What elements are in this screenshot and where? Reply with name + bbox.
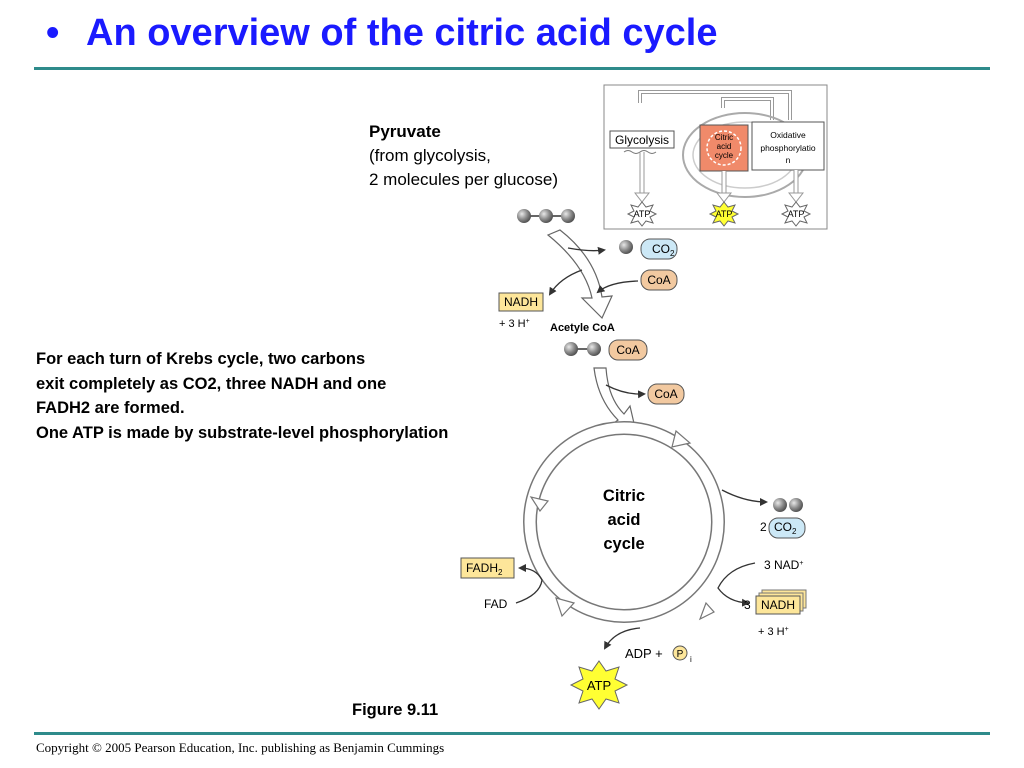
nadh-label-2: NADH xyxy=(761,598,795,612)
acetyl-coa-molecule: CoA xyxy=(564,339,648,361)
title-text: An overview of the citric acid cycle xyxy=(86,12,718,54)
coa-pill-2 xyxy=(608,339,648,361)
co2-bottom-label: CO2 xyxy=(774,520,797,536)
slide-title: • An overview of the citric acid cycle xyxy=(46,12,717,55)
acetyl-coa-label: Acetyle CoA xyxy=(550,322,615,334)
coa-pill-3 xyxy=(647,383,685,405)
pyruvate-caption: Pyruvate (from glycolysis, 2 molecules p… xyxy=(369,120,558,192)
title-bullet: • xyxy=(46,12,60,54)
summary-line-3: FADH2 are formed. xyxy=(36,399,185,417)
oxphos-1: Oxidative xyxy=(770,130,806,140)
fadh2-box xyxy=(460,557,515,579)
cycle-ring xyxy=(523,421,725,623)
pi-circle xyxy=(672,645,688,661)
inset-atp-burst-1 xyxy=(626,201,658,227)
oxphos-2: phosphorylatio xyxy=(760,143,816,153)
adp-label: ADP + xyxy=(625,646,663,661)
oxphos-box xyxy=(751,121,825,171)
co2-carbon-ball xyxy=(619,240,633,254)
fad-label: FAD xyxy=(484,597,508,611)
inset-atp-burst-3 xyxy=(780,201,812,227)
co2-bottom-pill xyxy=(768,517,806,539)
inset-citric-1: Citric xyxy=(715,133,733,142)
top-divider xyxy=(34,67,990,70)
pyruvate-line-2: (from glycolysis, xyxy=(369,146,491,165)
inset-atp-2: ATP xyxy=(716,209,733,219)
h-plus-label-1: + 3 H+ xyxy=(499,318,530,330)
figure-caption: Figure 9.11 xyxy=(352,701,439,719)
pi-sub: i xyxy=(690,655,692,664)
co2-count: 2 xyxy=(760,520,767,534)
cycle-label-1: Citric xyxy=(603,487,645,505)
coa-pill-1 xyxy=(640,269,678,291)
inset-citric-2: acid xyxy=(717,142,732,151)
nadh-box-2 xyxy=(755,595,801,615)
nad-label: 3 NAD+ xyxy=(764,558,803,572)
pyruvate-to-acetyl-arrow xyxy=(546,229,613,320)
acetyl-to-cycle-arrow xyxy=(593,367,637,433)
cycle-label-2: acid xyxy=(607,511,640,529)
inset-citric-3: cycle xyxy=(715,151,734,160)
inset-overview: Glycolysis Citric acid cycle Oxidative p… xyxy=(603,84,828,230)
inset-atp-burst-2 xyxy=(708,201,740,227)
copyright-footer: Copyright © 2005 Pearson Education, Inc.… xyxy=(36,740,445,755)
coa-label-1: CoA xyxy=(647,273,670,287)
pyruvate-heading: Pyruvate xyxy=(369,122,441,141)
krebs-summary: For each turn of Krebs cycle, two carbon… xyxy=(36,347,448,445)
oxphos-3: n xyxy=(786,155,791,165)
cycle-label-3: cycle xyxy=(603,535,644,553)
glycolysis-label: Glycolysis xyxy=(615,133,669,147)
inset-atp-1: ATP xyxy=(634,209,651,219)
nadh-box-1 xyxy=(498,292,544,312)
summary-line-2: exit completely as CO2, three NADH and o… xyxy=(36,374,387,393)
coa-label-2: CoA xyxy=(616,343,639,357)
co2-ball-b xyxy=(789,498,803,512)
atp-label: ATP xyxy=(587,678,611,693)
atp-burst xyxy=(569,660,629,710)
co2-ball-a xyxy=(773,498,787,512)
summary-line-4: One ATP is made by substrate-level phosp… xyxy=(36,423,449,442)
nadh-count: 3 xyxy=(744,598,751,612)
bottom-divider xyxy=(34,732,990,735)
fadh2-label: FADH2 xyxy=(466,561,503,577)
pyruvate-line-3: 2 molecules per glucose) xyxy=(369,170,558,189)
pi-label: P xyxy=(677,649,684,660)
h-plus-label-2: + 3 H+ xyxy=(758,626,789,638)
summary-line-1: For each turn of Krebs cycle, two carbon… xyxy=(36,350,366,368)
nadh-label-1: NADH xyxy=(504,295,538,309)
pyruvate-molecule xyxy=(517,209,575,223)
inset-citric-box xyxy=(699,124,749,172)
glycolysis-box xyxy=(609,130,675,149)
co2-top-pill xyxy=(640,238,678,260)
co2-top-label: CO2 xyxy=(652,242,675,258)
inset-atp-3: ATP xyxy=(788,209,805,219)
coa-label-3: CoA xyxy=(654,387,677,401)
